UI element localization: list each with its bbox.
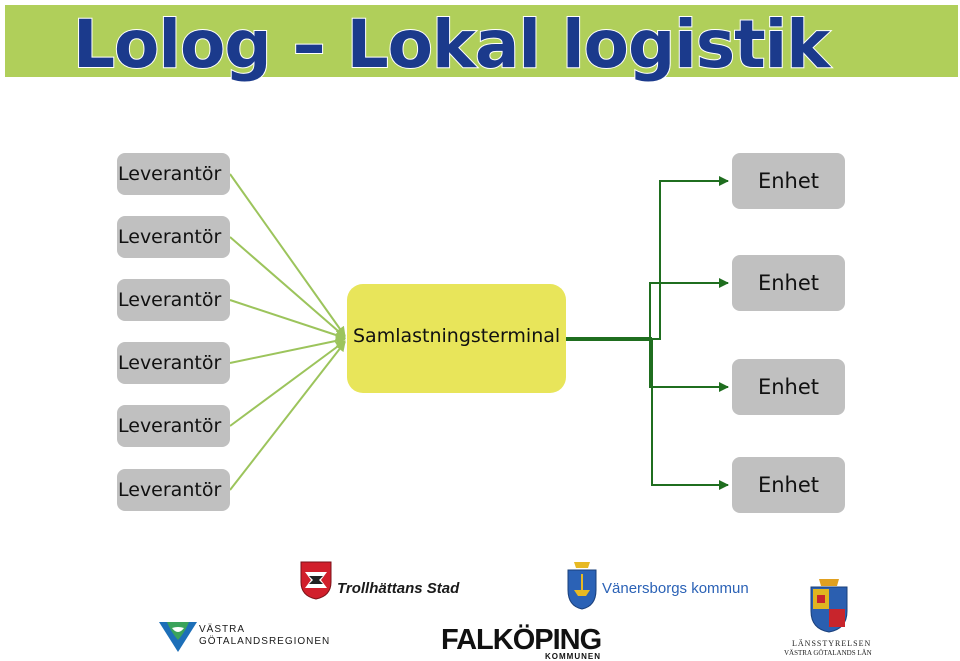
supplier-box: Leverantör: [117, 342, 230, 384]
falkoping-logo: FALKÖPING KOMMUNEN: [441, 624, 602, 661]
lansstyrelsen-crest-icon: [810, 579, 848, 633]
arrow-supplier-1: [229, 173, 346, 337]
lansstyrelsen-name-line1: LÄNSSTYRELSEN: [792, 639, 872, 648]
unit-box: Enhet: [732, 153, 845, 209]
arrow-supplier-4: [229, 335, 346, 364]
vanersborg-logo: Vänersborgs kommun: [566, 560, 749, 612]
title-banner: Lolog – Lokal logistik: [5, 5, 958, 82]
trollhattan-name: Trollhättans Stad: [337, 580, 460, 597]
vgr-name-line2: GÖTALANDSREGIONEN: [199, 636, 331, 647]
page-title: Lolog – Lokal logistik: [72, 6, 831, 83]
terminal-box: Samlastningsterminal: [347, 284, 566, 393]
lansstyrelsen-logo: LÄNSSTYRELSEN VÄSTRA GÖTALANDS LÄN: [782, 577, 877, 659]
falkoping-name: FALKÖPING: [441, 624, 602, 656]
supplier-box: Leverantör: [117, 469, 230, 511]
arrow-supplier-3: [229, 299, 346, 340]
vgr-logo: VÄSTRA GÖTALANDSREGIONEN: [159, 618, 339, 658]
supplier-box: Leverantör: [117, 279, 230, 321]
lansstyrelsen-name-line2: VÄSTRA GÖTALANDS LÄN: [784, 649, 872, 657]
arrow-supplier-2: [229, 236, 346, 338]
supplier-box: Leverantör: [117, 405, 230, 447]
arrow-unit-3: [649, 339, 729, 392]
vgr-mark-icon: [159, 622, 197, 652]
arrow-supplier-5: [229, 340, 346, 427]
terminal-to-unit-arrows: [566, 176, 729, 490]
arrow-unit-2: [649, 278, 729, 339]
terminal-label: Samlastningsterminal: [353, 325, 561, 347]
trollhattan-crest-icon: [300, 561, 332, 600]
arrow-unit-1: [650, 176, 729, 340]
supplier-box: Leverantör: [117, 216, 230, 258]
supplier-box: Leverantör: [117, 153, 230, 195]
unit-box: Enhet: [732, 359, 845, 415]
supplier-to-terminal-arrows: [229, 173, 346, 491]
unit-box: Enhet: [732, 457, 845, 513]
trollhattan-logo: Trollhättans Stad: [299, 560, 469, 602]
falkoping-sub: KOMMUNEN: [545, 652, 601, 661]
vanersborg-name: Vänersborgs kommun: [602, 580, 749, 597]
vanersborg-crest-icon: [567, 562, 597, 610]
vgr-name-line1: VÄSTRA: [199, 624, 246, 635]
unit-box: Enhet: [732, 255, 845, 311]
arrow-supplier-6: [229, 341, 346, 491]
arrow-unit-4: [650, 338, 729, 490]
